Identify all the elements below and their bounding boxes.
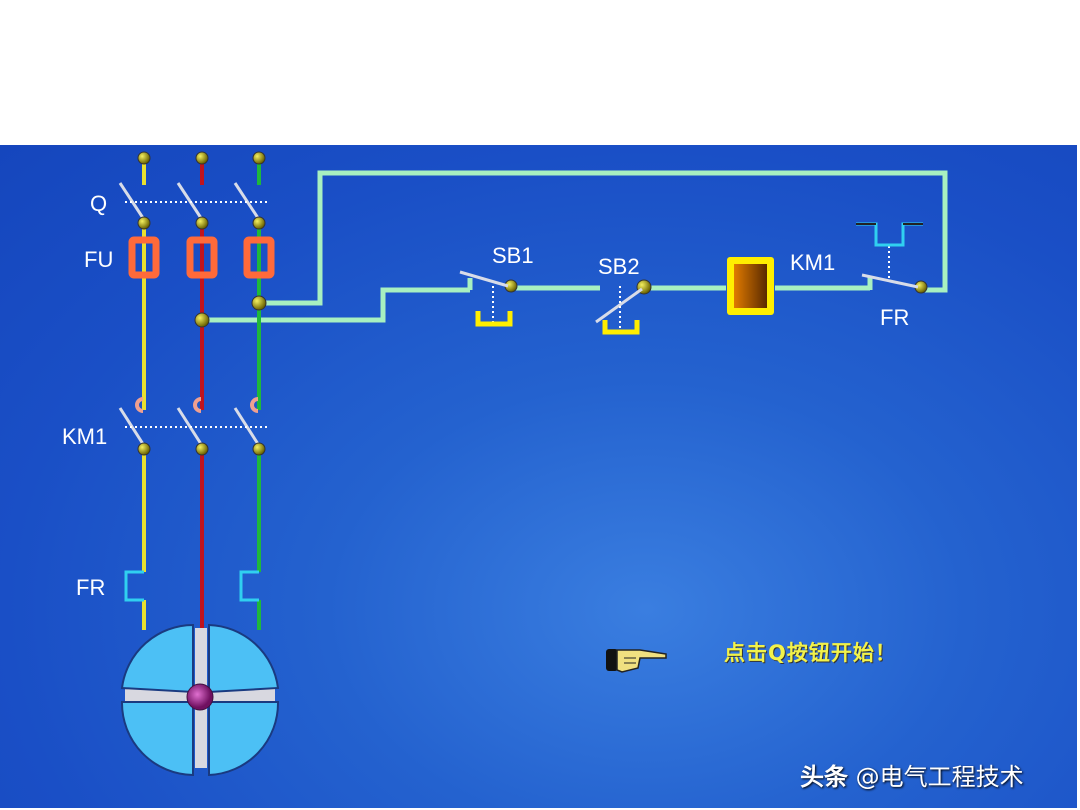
label-q: Q xyxy=(90,191,107,216)
stop-button-sb1[interactable] xyxy=(459,270,513,327)
terminals xyxy=(137,151,928,456)
label-fr-main: FR xyxy=(76,575,105,600)
watermark-brand: 头条 xyxy=(800,763,848,791)
watermark-account: @电气工程技术 xyxy=(855,763,1024,791)
fr-thermal-elements xyxy=(124,570,259,602)
phase-lines xyxy=(142,160,261,630)
km1-main-contacts xyxy=(118,397,270,445)
label-sb1: SB1 xyxy=(492,243,534,268)
start-button-sb2[interactable] xyxy=(595,286,643,335)
start-hint-text: 点击Q按钮开始！ xyxy=(724,641,897,665)
pointing-hand-icon xyxy=(606,649,667,673)
fuses-fu xyxy=(128,236,275,279)
motor-fan-icon xyxy=(120,623,280,777)
label-km1-main: KM1 xyxy=(62,424,107,449)
watermark: 头条 @电气工程技术 xyxy=(800,757,1024,792)
switch-q[interactable] xyxy=(118,182,270,219)
label-km1-coil: KM1 xyxy=(790,250,835,275)
label-fr-control: FR xyxy=(880,305,909,330)
km1-coil xyxy=(727,257,774,315)
fr-control-contact xyxy=(856,222,923,289)
label-sb2: SB2 xyxy=(598,254,640,279)
control-circuit-wires xyxy=(202,170,948,323)
label-fu: FU xyxy=(84,247,113,272)
